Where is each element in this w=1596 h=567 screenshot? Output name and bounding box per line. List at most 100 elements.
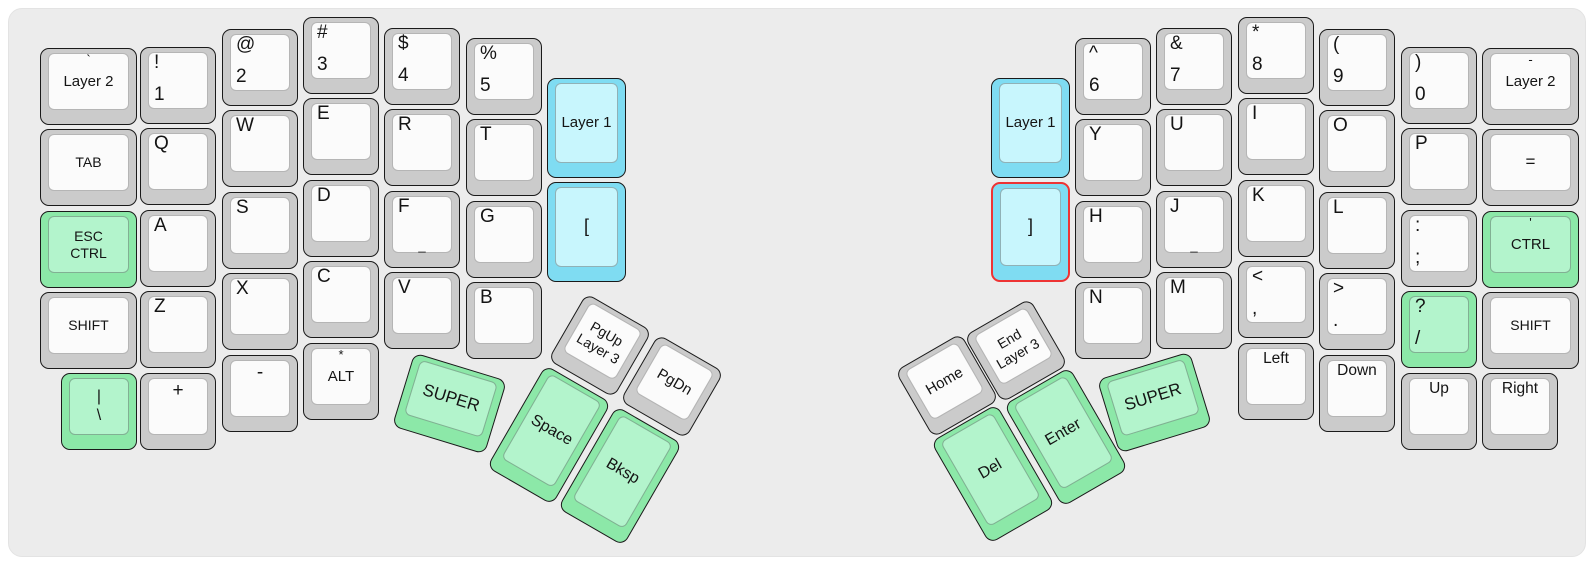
- key-rparen-0[interactable]: )0: [1401, 47, 1477, 124]
- key-caret-6[interactable]: ^6: [1075, 38, 1151, 115]
- keycap-top: F_: [392, 196, 452, 253]
- key-quote-ctrl[interactable]: 'CTRL: [1482, 211, 1579, 288]
- key-label: ): [1415, 52, 1422, 73]
- key-hash-3[interactable]: #3: [303, 17, 379, 94]
- key-layer1-right[interactable]: Layer 1: [991, 78, 1070, 178]
- key-asterisk-8[interactable]: *8: [1238, 17, 1314, 94]
- key-super-left[interactable]: SUPER: [391, 352, 508, 455]
- key-m[interactable]: M: [1156, 272, 1232, 349]
- key-arrow-left[interactable]: Left: [1238, 343, 1314, 420]
- key-ampersand-7[interactable]: &7: [1156, 28, 1232, 105]
- key-label: |: [96, 387, 102, 405]
- key-plus[interactable]: +: [140, 373, 216, 450]
- key-arrow-up[interactable]: Up: [1401, 373, 1477, 450]
- key-t[interactable]: T: [466, 119, 542, 196]
- key-label: 4: [398, 65, 409, 86]
- key-arrow-right[interactable]: Right: [1482, 373, 1558, 450]
- key-less-comma[interactable]: <,: [1238, 261, 1314, 338]
- key-grave-layer2[interactable]: `Layer 2: [40, 48, 137, 125]
- key-label: #: [317, 22, 328, 43]
- keycap-top: SHIFT: [48, 297, 129, 354]
- keycap-top: M: [1164, 277, 1224, 334]
- key-greater-period[interactable]: >.: [1319, 273, 1395, 350]
- key-equals[interactable]: =: [1482, 129, 1579, 206]
- key-label: T: [480, 124, 492, 145]
- key-label-group: TAB: [49, 135, 128, 190]
- key-dollar-4[interactable]: $4: [384, 28, 460, 105]
- key-label: ALT: [327, 367, 355, 385]
- key-layer1-left[interactable]: Layer 1: [547, 78, 626, 178]
- key-k[interactable]: K: [1238, 180, 1314, 257]
- key-rbracket[interactable]: ]: [991, 182, 1070, 282]
- key-label: ;: [1415, 247, 1421, 268]
- key-label: SHIFT: [68, 317, 109, 334]
- key-i[interactable]: I: [1238, 98, 1314, 175]
- key-g[interactable]: G: [466, 201, 542, 278]
- key-label: \: [96, 406, 102, 424]
- key-label: Enter: [1042, 414, 1084, 449]
- key-f[interactable]: F_: [384, 191, 460, 268]
- key-h[interactable]: H: [1075, 201, 1151, 278]
- key-label-group: [: [556, 188, 617, 266]
- key-shift-left[interactable]: SHIFT: [40, 292, 137, 369]
- keycap-top: L: [1327, 197, 1387, 254]
- key-y[interactable]: Y: [1075, 119, 1151, 196]
- key-d[interactable]: D: [303, 180, 379, 257]
- key-c[interactable]: C: [303, 261, 379, 338]
- key-label: `: [86, 52, 91, 67]
- key-lparen-9[interactable]: (9: [1319, 29, 1395, 106]
- key-asterisk-alt[interactable]: *ALT: [303, 343, 379, 420]
- key-label: Y: [1089, 124, 1102, 145]
- key-exclam-1[interactable]: !1: [140, 47, 216, 124]
- key-label: /: [1415, 328, 1421, 349]
- key-label: 1: [154, 84, 165, 105]
- key-minus[interactable]: -: [222, 355, 298, 432]
- key-super-right[interactable]: SUPER: [1096, 351, 1213, 454]
- key-label: %: [480, 43, 497, 64]
- key-a[interactable]: A: [140, 210, 216, 287]
- key-p[interactable]: P: [1401, 128, 1477, 205]
- key-label-group: =: [1491, 135, 1570, 190]
- key-n[interactable]: N: [1075, 282, 1151, 359]
- key-label: PgDn: [654, 365, 696, 399]
- key-o[interactable]: O: [1319, 110, 1395, 187]
- key-label: ESC: [74, 227, 103, 244]
- key-e[interactable]: E: [303, 98, 379, 175]
- key-u[interactable]: U: [1156, 109, 1232, 186]
- key-shift-right[interactable]: SHIFT: [1482, 292, 1579, 369]
- key-tab[interactable]: TAB: [40, 129, 137, 206]
- key-w[interactable]: W: [222, 110, 298, 187]
- key-colon-semicolon[interactable]: :;: [1401, 210, 1477, 287]
- key-r[interactable]: R: [384, 109, 460, 186]
- key-label: SUPER: [420, 380, 482, 416]
- keycap-top: C: [311, 266, 371, 323]
- key-z[interactable]: Z: [140, 291, 216, 368]
- key-label: _: [418, 238, 426, 253]
- key-arrow-down[interactable]: Down: [1319, 355, 1395, 432]
- key-q[interactable]: Q: [140, 128, 216, 205]
- key-s[interactable]: S: [222, 192, 298, 269]
- key-label: H: [1089, 206, 1103, 227]
- key-percent-5[interactable]: %5: [466, 38, 542, 115]
- key-pipe-backslash[interactable]: |\: [61, 373, 137, 450]
- key-label: Down: [1337, 362, 1377, 379]
- key-question-slash[interactable]: ?/: [1401, 291, 1477, 368]
- key-lbracket[interactable]: [: [547, 182, 626, 282]
- key-v[interactable]: V: [384, 272, 460, 349]
- keycap-top: *8: [1246, 22, 1306, 79]
- key-x[interactable]: X: [222, 273, 298, 350]
- key-label: V: [398, 277, 411, 298]
- keycap-top: $4: [392, 33, 452, 90]
- key-j[interactable]: J_: [1156, 191, 1232, 268]
- key-label: &: [1170, 33, 1183, 54]
- key-minus-layer2[interactable]: -Layer 2: [1482, 48, 1579, 125]
- key-label: S: [236, 197, 249, 218]
- key-l[interactable]: L: [1319, 192, 1395, 269]
- key-at-2[interactable]: @2: [222, 29, 298, 106]
- keycap-top: SUPER: [1105, 358, 1201, 437]
- key-b[interactable]: B: [466, 282, 542, 359]
